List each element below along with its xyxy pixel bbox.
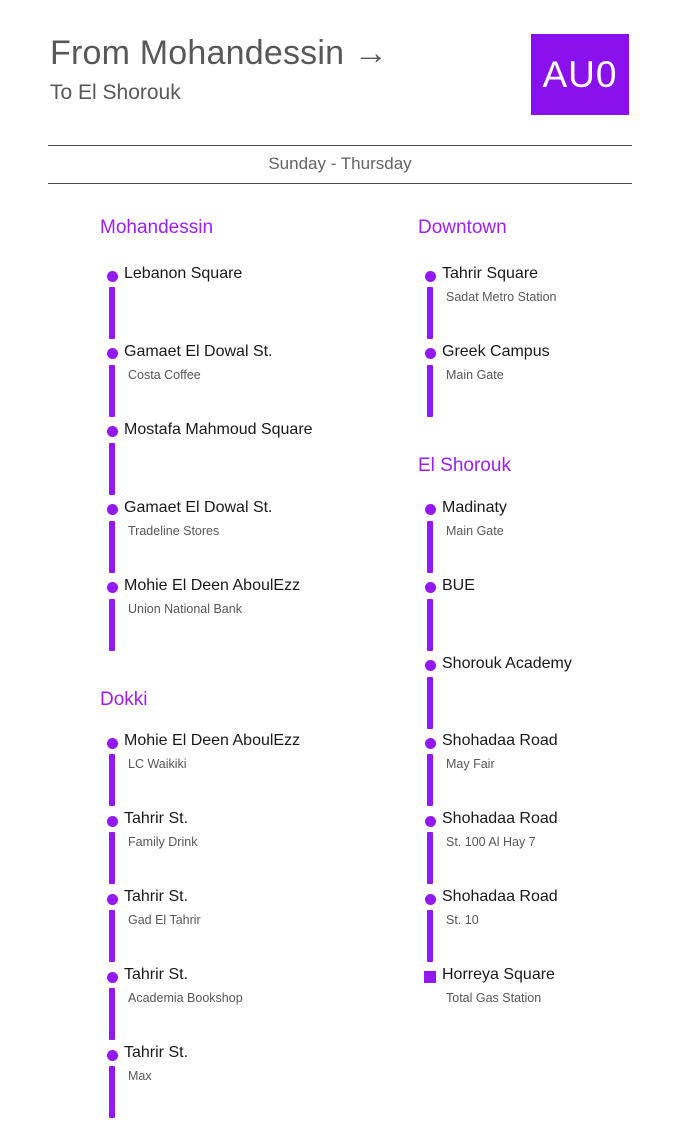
stop-dot-marker — [424, 582, 436, 594]
stop-name: Tahrir St. — [124, 1044, 189, 1061]
route-connector-line — [109, 287, 115, 339]
route-connector-line — [109, 364, 115, 417]
route-connector-line — [427, 364, 433, 417]
route-badge-label: AU0 — [542, 53, 618, 95]
stop-name: Lebanon Square — [124, 265, 243, 282]
stop-sublabel: Tradeline Stores — [128, 523, 220, 538]
stop-dot-marker — [424, 504, 436, 516]
stop-dot-marker — [106, 504, 118, 516]
stop-dot-marker — [106, 737, 118, 749]
divider-bottom — [48, 183, 632, 184]
divider-top — [48, 145, 632, 146]
stop-name: Tahrir Square — [442, 265, 539, 282]
route-connector-line — [109, 520, 115, 573]
page-title: From Mohandessin → — [50, 34, 389, 72]
stop-dot-marker — [424, 737, 436, 749]
route-connector-line — [427, 598, 433, 651]
route-connector-line — [109, 598, 115, 651]
stop-name: Gamaet El Dowal St. — [124, 498, 273, 516]
route-connector-line — [427, 520, 433, 573]
stop-sublabel: Family Drink — [128, 835, 198, 850]
route-connector-line — [427, 832, 433, 885]
stop-name: Tahrir St. — [124, 966, 189, 984]
stop-dot-marker — [106, 270, 118, 282]
stop-sublabel: Total Gas Station — [446, 991, 542, 1006]
schedule-days: Sunday - Thursday — [268, 154, 412, 173]
stop-dot-marker — [424, 660, 436, 671]
stop-sublabel: St. 10 — [446, 913, 479, 928]
stop-dot-marker — [106, 893, 118, 905]
stop-dot-marker — [424, 893, 436, 905]
stop-sublabel: Gad El Tahrir — [128, 913, 201, 928]
stop-name: Gamaet El Dowal St. — [124, 342, 273, 360]
stop-name: Horreya Square — [442, 966, 555, 984]
stop-dot-marker — [424, 270, 436, 282]
page-subtitle: To El Shorouk — [50, 81, 181, 104]
stop-sublabel: Academia Bookshop — [128, 991, 243, 1006]
stop-sublabel: LC Waikiki — [128, 757, 187, 772]
stop-name: Mostafa Mahmoud Square — [124, 420, 313, 438]
section-title: Mohandessin — [100, 217, 214, 238]
stop-sublabel: Sadat Metro Station — [446, 290, 557, 304]
stop-sublabel: Max — [128, 1069, 152, 1083]
stop-square-marker — [424, 971, 436, 984]
stop-dot-marker — [106, 582, 118, 594]
section-title: Downtown — [418, 217, 507, 238]
route-connector-line — [109, 988, 115, 1041]
route-connector-line — [109, 754, 115, 807]
route-connector-line — [109, 442, 115, 495]
stop-name: Tahrir St. — [124, 888, 189, 906]
stop-sublabel: Union National Bank — [128, 601, 242, 616]
stop-name: Shohadaa Road — [442, 732, 558, 750]
stop-name: Shohadaa Road — [442, 810, 558, 828]
stop-sublabel: Main Gate — [446, 523, 504, 538]
route-connector-line — [109, 1066, 115, 1118]
section-title: Dokki — [100, 688, 148, 710]
route-connector-line — [109, 832, 115, 885]
route-connector-line — [427, 910, 433, 963]
route-connector-line — [427, 754, 433, 807]
stop-sublabel: May Fair — [446, 757, 495, 772]
stop-name: Madinaty — [442, 498, 507, 516]
stop-dot-marker — [106, 426, 118, 438]
section-title: El Shorouk — [418, 454, 511, 476]
route-badge: AU0 — [531, 34, 629, 115]
stop-dot-marker — [106, 1049, 118, 1061]
route-connector-line — [427, 287, 433, 339]
stop-name: Tahrir St. — [124, 810, 189, 828]
stop-dot-marker — [424, 815, 436, 827]
stop-dot-marker — [106, 348, 118, 360]
stop-dot-marker — [106, 971, 118, 983]
route-connector-line — [109, 910, 115, 963]
stop-dot-marker — [106, 815, 118, 827]
stop-sublabel: Costa Coffee — [128, 367, 201, 382]
stop-dot-marker — [424, 348, 436, 360]
stop-name: Mohie El Deen AboulEzz — [124, 732, 301, 750]
stop-name: Mohie El Deen AboulEzz — [124, 576, 301, 594]
stop-sublabel: St. 100 Al Hay 7 — [446, 835, 536, 850]
stop-sublabel: Main Gate — [446, 367, 504, 382]
stop-name: BUE — [442, 576, 475, 594]
stop-name: Shohadaa Road — [442, 888, 558, 906]
stop-name: Shorouk Academy — [442, 654, 572, 672]
route-connector-line — [427, 676, 433, 729]
stop-name: Greek Campus — [442, 342, 550, 360]
